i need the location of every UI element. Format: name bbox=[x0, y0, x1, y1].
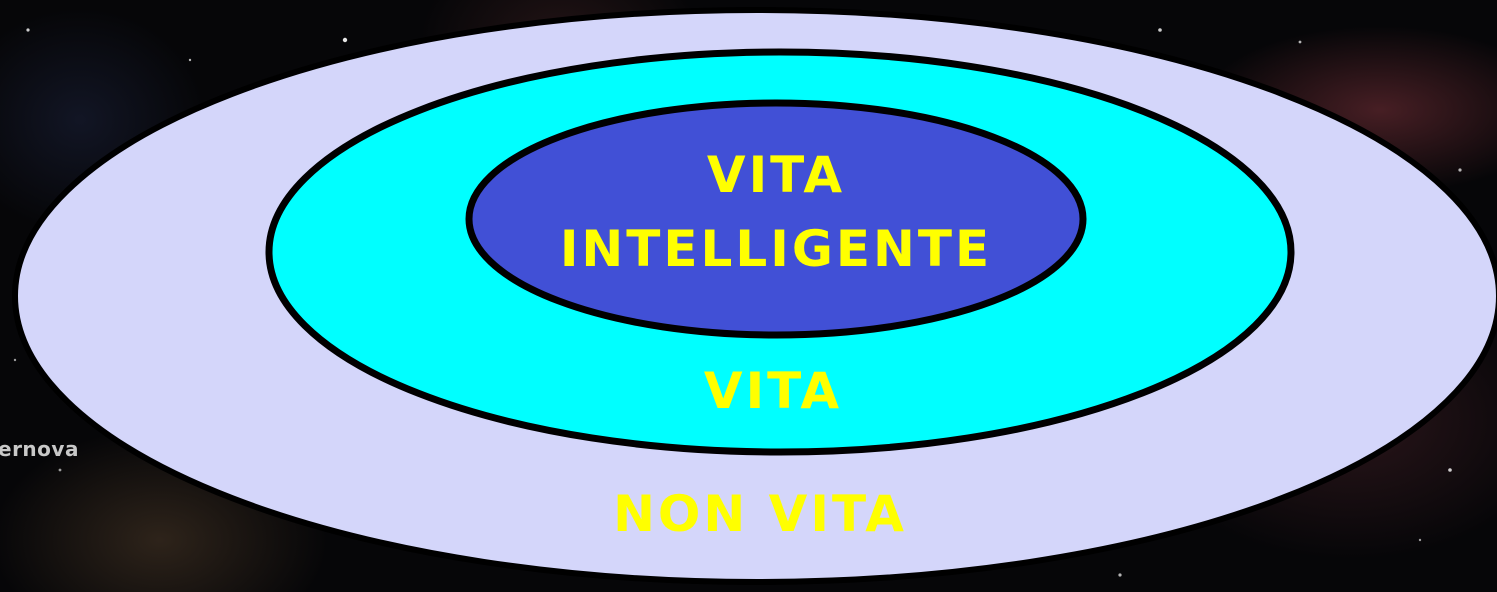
outer-label: NON VITA bbox=[613, 485, 907, 543]
inner-ellipse bbox=[465, 99, 1087, 339]
inner-label-line1: VITA bbox=[707, 146, 845, 204]
middle-label: VITA bbox=[704, 362, 842, 420]
background-fragment-text: ernova bbox=[0, 437, 79, 461]
inner-label-line2: INTELLIGENTE bbox=[560, 220, 992, 278]
